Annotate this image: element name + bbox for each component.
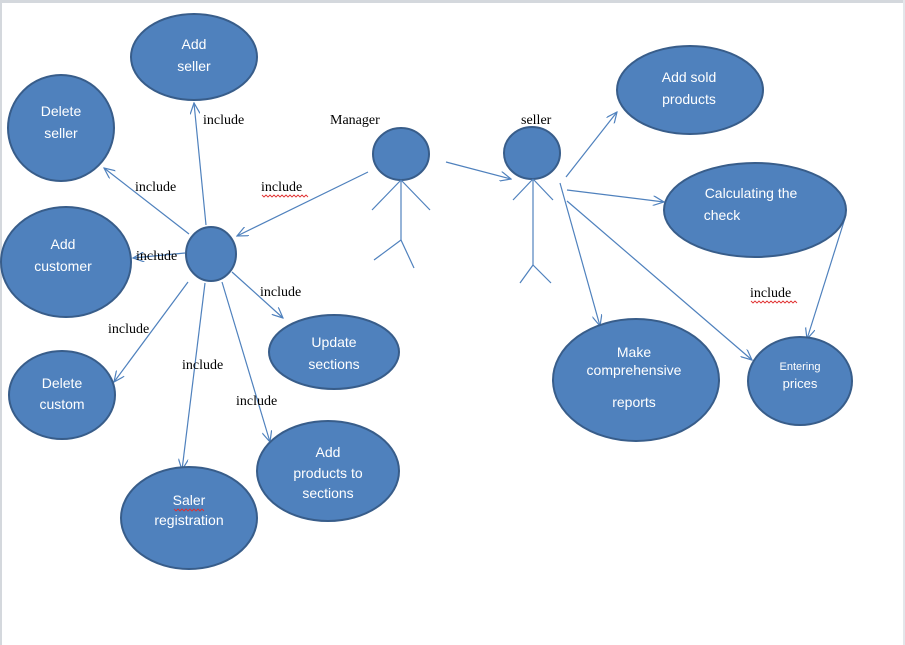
window-left-border (0, 0, 2, 645)
manager-actor (371, 127, 431, 269)
uc-line: reports (612, 394, 656, 410)
seller-head (503, 126, 561, 180)
uc-line: customer (34, 258, 92, 274)
use-case-add-products-to-sections: Add products to sections (256, 420, 400, 522)
edge-manager-hub (237, 171, 369, 236)
uc-line: sections (308, 356, 359, 372)
uc-line: custom (39, 396, 84, 412)
uc-line: check (704, 207, 742, 223)
manager-head (372, 127, 430, 181)
use-case-saler-registration: Saler registration (120, 466, 258, 570)
edge-check-entering-prices (807, 214, 847, 339)
include-label: include (260, 285, 301, 300)
include-label: include (136, 249, 177, 264)
uc-line: Update (311, 334, 356, 350)
use-case-delete-seller: Delete seller (7, 74, 115, 182)
uc-line: Entering (780, 361, 821, 373)
use-case-make-comprehensive-reports: Make comprehensive reports (552, 318, 720, 442)
edge-hub-saler-registration (182, 282, 206, 470)
use-case-add-sold-products: Add sold products (616, 45, 764, 135)
use-case-entering-prices: Entering prices (747, 336, 853, 426)
uc-line: seller (44, 125, 78, 141)
edge-seller-add-sold-products (565, 112, 617, 178)
uc-line: prices (783, 376, 818, 391)
edge-seller-entering-prices (566, 200, 752, 360)
edge-hub-add-seller (194, 103, 207, 226)
edge-hub-update-sections (231, 271, 283, 318)
edge-hub-add-customer (133, 253, 186, 258)
uc-line: registration (154, 512, 223, 528)
edge-hub-delete-custom (114, 281, 189, 382)
manager-label: Manager (330, 113, 380, 128)
seller-actor (503, 126, 561, 284)
uc-line: seller (177, 58, 211, 74)
include-label: include (108, 322, 149, 337)
use-case-calculating-the-check: Calculating the check (663, 162, 847, 258)
use-case-add-seller: Add seller (130, 13, 258, 101)
use-case-add-customer: Add customer (0, 206, 132, 318)
edge-manager-seller (445, 161, 511, 179)
use-case-delete-custom: Delete custom (8, 350, 116, 440)
uc-line: Calculating the (705, 185, 798, 201)
uc-line: Saler (173, 492, 206, 508)
edge-seller-calculating-check (566, 189, 664, 202)
include-label: include (261, 180, 302, 195)
hub-actor-head (185, 226, 237, 282)
include-label: include (182, 358, 223, 373)
uc-line: Make (617, 344, 651, 360)
window-top-border (0, 0, 905, 3)
include-label: include (135, 180, 176, 195)
uc-line: Add (51, 236, 76, 252)
uc-line: Add sold (662, 69, 716, 85)
uc-line: Delete (42, 375, 83, 391)
uc-line: Add (316, 444, 341, 460)
uc-line: sections (302, 485, 353, 501)
edge-seller-make-reports (559, 182, 600, 326)
edge-hub-delete-seller (104, 168, 190, 235)
use-case-update-sections: Update sections (268, 314, 400, 390)
include-label: include (203, 113, 244, 128)
uc-line: Add (182, 36, 207, 52)
include-label: include (750, 286, 791, 301)
include-label: include (236, 394, 277, 409)
seller-label: seller (521, 113, 552, 128)
uc-line: products to (293, 465, 362, 481)
uc-line: products (662, 91, 716, 107)
uc-line: Delete (41, 103, 82, 119)
spellcheck-underline (173, 508, 205, 512)
window-right-border (903, 0, 905, 645)
spellcheck-underline (261, 194, 309, 198)
spellcheck-underline (750, 300, 798, 304)
uc-line: comprehensive (587, 362, 682, 378)
edge-hub-add-products (221, 281, 270, 442)
